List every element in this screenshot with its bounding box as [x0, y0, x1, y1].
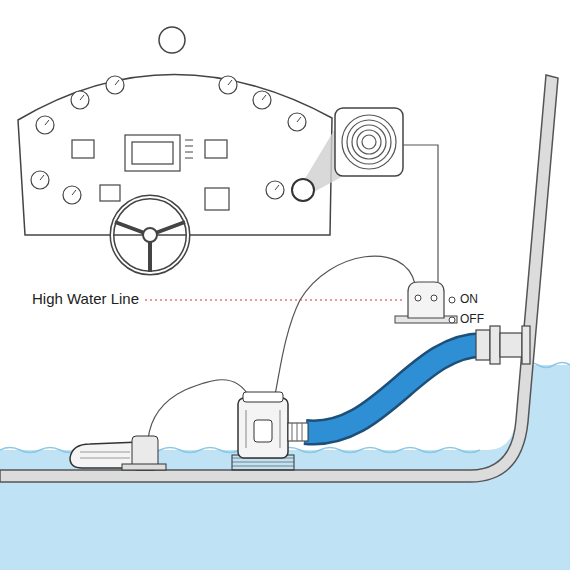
float-switch: [70, 436, 166, 470]
switch-on-label: ON: [460, 293, 478, 306]
hose: [305, 345, 482, 432]
gauges: [31, 76, 306, 210]
bilge-pump: [232, 392, 308, 470]
steering-wheel: [112, 197, 188, 273]
alarm-indicator: [292, 179, 314, 201]
level-switch: [395, 282, 457, 323]
switch-off-label: OFF: [460, 313, 484, 326]
dashboard: [18, 74, 332, 235]
hull: [0, 75, 558, 482]
water-line-label: High Water Line: [32, 291, 139, 308]
high-water-line: [145, 300, 404, 301]
thru-hull-fitting: [476, 326, 530, 364]
hose-outline: [305, 345, 482, 432]
alarm-panel: [335, 108, 403, 176]
